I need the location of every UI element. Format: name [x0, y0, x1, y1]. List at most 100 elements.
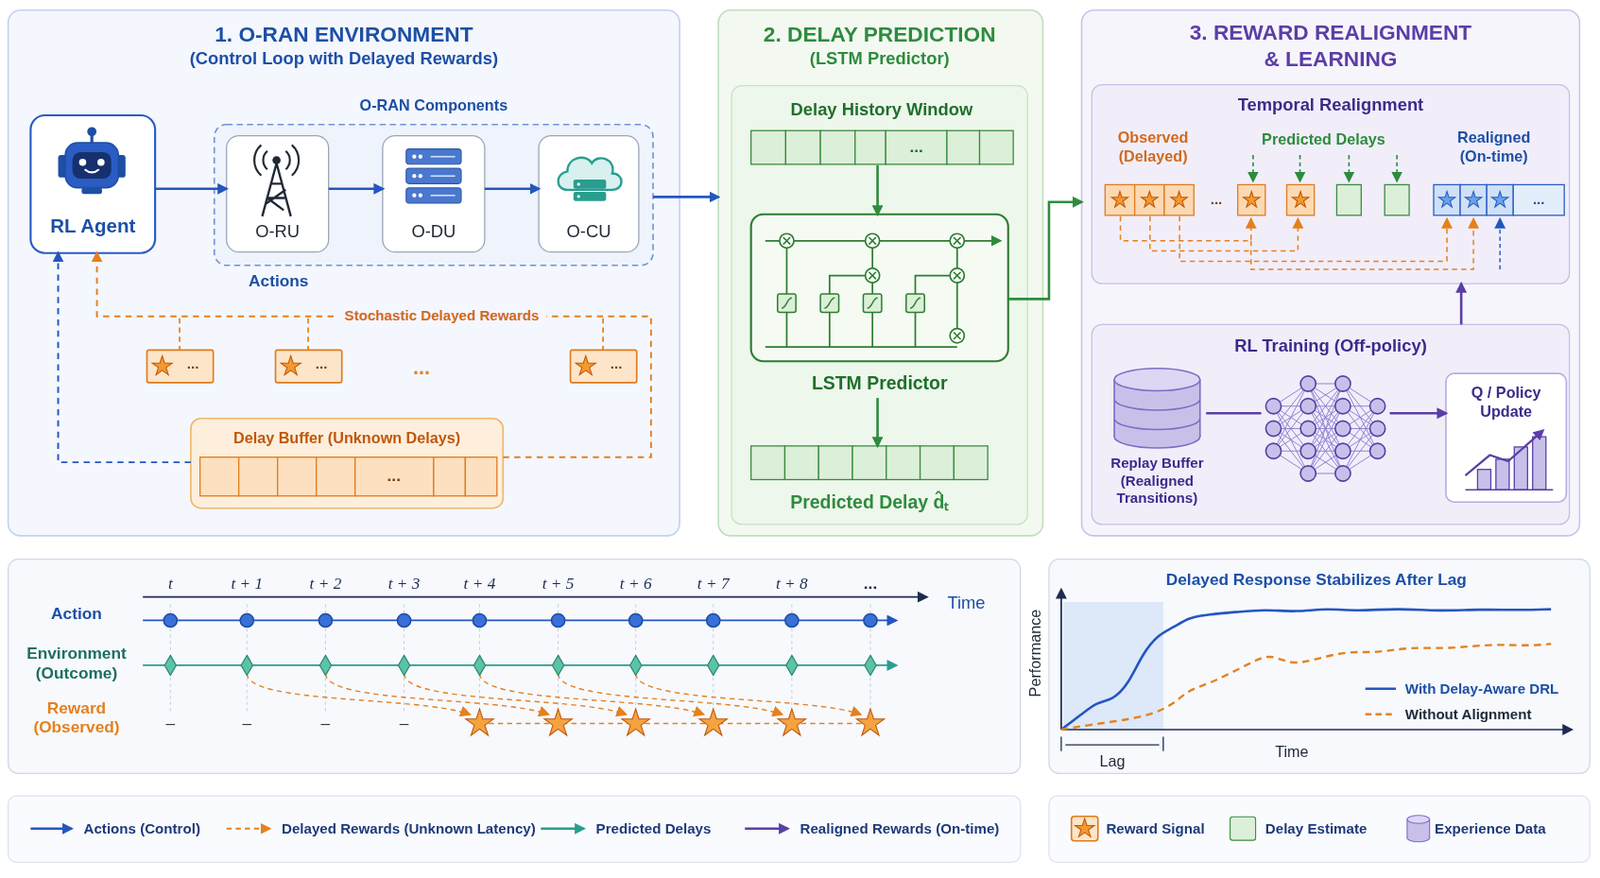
action-dot [397, 613, 412, 627]
reward-box-outline [146, 349, 213, 383]
dot [412, 154, 416, 159]
buffer-cell [355, 457, 434, 497]
legend-text: Realigned Rewards (On-time) [800, 820, 1000, 838]
dot [412, 173, 416, 178]
activation-box [906, 293, 925, 312]
node-title: Delayed Response Stabilizes After Lag [1091, 569, 1541, 590]
outcome-diamond [397, 654, 410, 675]
legend-line [226, 827, 270, 830]
net-link [1307, 406, 1343, 474]
label-text: t + 7 [684, 573, 741, 594]
node-title: O-CU [540, 222, 637, 243]
leader-line [178, 318, 181, 350]
prediction-cell [886, 446, 921, 481]
node-title: 1. O-RAN ENVIRONMENT [37, 20, 651, 47]
net-link [1273, 406, 1308, 474]
gate-mark [783, 237, 792, 245]
realignment-box-outline [1091, 85, 1569, 285]
history-cell [855, 130, 886, 165]
panel-rect [72, 152, 112, 179]
net-neuron [1370, 443, 1386, 459]
buffer-cell [200, 457, 240, 497]
net-link [1273, 383, 1308, 451]
node-title: ... [175, 355, 211, 373]
label-text: Performance [1026, 597, 1045, 710]
delay-curve [636, 673, 861, 715]
gate-circle [865, 233, 880, 248]
gate-circle [949, 268, 964, 283]
node-text: (Control Loop with Delayed Rewards) [37, 49, 651, 70]
net-neuron [1370, 398, 1386, 414]
realignment-strip [1104, 154, 1565, 270]
lag-bracket [1061, 737, 1164, 752]
gate-mark [953, 331, 962, 340]
label-text: – [309, 713, 341, 734]
star-icon [1243, 191, 1260, 207]
prediction-cell [920, 446, 955, 481]
label-text: Time [935, 593, 998, 615]
net-neuron [1335, 398, 1351, 414]
label-text: t + 4 [450, 573, 508, 594]
bar-chart-icon [1464, 430, 1553, 491]
realign-path [1120, 216, 1252, 241]
lstm-cell [751, 214, 1009, 362]
legend-line [744, 827, 788, 830]
database-icon [1114, 368, 1201, 448]
node-title: O-DU [385, 222, 482, 243]
legend-shape [1407, 815, 1430, 825]
gate-circle [779, 233, 794, 248]
action-dot [472, 613, 486, 627]
panel: 1. O-RAN ENVIRONMENT(Control Loop with D… [8, 10, 680, 536]
panel-outline [718, 10, 1043, 536]
component-box: O-CU [538, 136, 639, 253]
chart-panel-outline [1049, 559, 1590, 775]
history-cell [980, 130, 1015, 165]
label-text: ... [400, 355, 442, 380]
legend-text: With Delay-Aware DRL [1405, 680, 1560, 698]
component-box-outline [382, 136, 485, 253]
outcome-diamond [630, 654, 642, 675]
activation-box [820, 293, 839, 312]
net-neuron [1335, 465, 1351, 482]
star-icon [544, 708, 572, 736]
history-cell [885, 130, 947, 165]
label-text: t + 3 [375, 573, 432, 594]
delay-curve [246, 673, 469, 715]
net-link [1307, 383, 1343, 451]
panel-rect [406, 188, 462, 204]
stroke [85, 169, 100, 173]
legend-line [30, 827, 71, 830]
legend-text: Without Alignment [1405, 705, 1532, 723]
node-title: Predicted Delay d̂ₜ [752, 492, 987, 515]
estimate-pointer [1348, 154, 1351, 181]
component-group: O-RAN ComponentsO-RUO-DUO-CU [214, 124, 654, 266]
star-icon [856, 708, 884, 736]
panel-rect [406, 168, 462, 184]
lstm-block: LSTM Predictor [751, 214, 1009, 398]
node-title: Q / Policy Update [1455, 383, 1558, 421]
node-title: RL Agent [34, 214, 153, 239]
agent-box: RL Agent [30, 115, 155, 254]
dot [418, 173, 423, 178]
gate-mark [868, 237, 877, 245]
label-text: t + 8 [763, 573, 821, 594]
action-dot [551, 613, 566, 627]
activation-curve [781, 297, 792, 309]
node-text: (LSTM Predictor) [726, 49, 1033, 70]
label-text: Reward (Observed) [20, 697, 134, 737]
outcome-diamond [240, 654, 253, 675]
outcome-diamond [864, 654, 877, 675]
outcome-diamond [473, 654, 485, 675]
lstm-outline [751, 214, 1009, 362]
x-axis [1061, 728, 1572, 731]
node-title: ... [304, 355, 340, 373]
chart-panel: Delayed Response Stabilizes After Lag [1049, 559, 1590, 775]
outcome-diamond [319, 654, 331, 675]
panel: 3. REWARD REALIGNMENT & LEARNINGTemporal… [1082, 10, 1581, 536]
label-text: t + 1 [218, 573, 276, 594]
panel-rect [406, 149, 462, 165]
estimate-cell [1384, 184, 1410, 215]
net-neuron [1370, 420, 1386, 436]
observed-cell [1104, 184, 1135, 215]
action-line [142, 619, 896, 622]
